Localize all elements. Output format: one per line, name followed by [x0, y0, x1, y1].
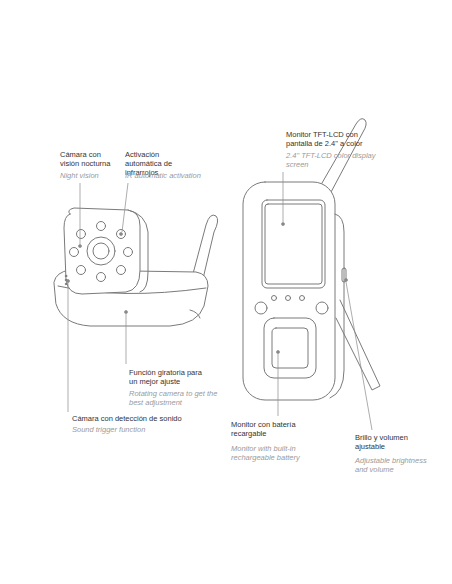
- monitor-side: [330, 214, 344, 398]
- camera-lens: [93, 243, 109, 259]
- leader-dot: [345, 279, 348, 282]
- monitor-dpad: [264, 318, 316, 378]
- camera-head-side: [128, 210, 148, 292]
- monitor-led: [272, 296, 277, 301]
- ir-led: [97, 273, 106, 282]
- camera-head: [64, 208, 140, 294]
- leader-line: [126, 314, 127, 364]
- leader-dot: [120, 233, 123, 236]
- leader-line: [122, 183, 128, 232]
- callout-label: Brillo y volumen ajustable: [355, 433, 415, 451]
- ir-led: [70, 248, 79, 257]
- mic-hole: [65, 283, 67, 285]
- leader-line: [283, 172, 284, 222]
- leader-dot: [125, 311, 128, 314]
- leader-line: [346, 282, 372, 430]
- leader-line: [80, 183, 81, 244]
- monitor-dpad-center: [272, 328, 308, 368]
- callout-translation: Adjustable brightness and volume: [355, 456, 427, 474]
- callout-translation: IR automatic activation: [125, 171, 215, 180]
- callout-label: Monitor con batería recargable: [231, 420, 301, 438]
- camera-base-port: [190, 310, 200, 318]
- callout-translation: Monitor with built-in rechargeable batte…: [231, 444, 307, 462]
- monitor-body: [243, 182, 335, 400]
- callout-label: Cámara con detección de sonido: [72, 414, 202, 423]
- callout-translation: Night vision: [60, 171, 120, 180]
- callout-translation: Rotating camera to get the best adjustme…: [129, 389, 229, 407]
- monitor-button: [255, 302, 267, 314]
- callout-translation: Sound trigger function: [72, 425, 192, 434]
- callout-label: Monitor TFT-LCD con pantalla de 2.4" a c…: [286, 130, 378, 148]
- leader-line: [68, 283, 69, 412]
- monitor-led: [286, 296, 291, 301]
- monitor-button: [316, 302, 328, 314]
- monitor-bezel: [262, 200, 325, 288]
- mic-hole: [65, 275, 67, 277]
- monitor-led: [300, 296, 305, 301]
- leader-line: [278, 354, 279, 416]
- ir-led: [124, 248, 133, 257]
- callout-label: Cámara con visión nocturna: [60, 150, 120, 168]
- callout-label: Función giratoria para un mejor ajuste: [129, 368, 211, 386]
- ir-led: [117, 230, 126, 239]
- callout-translation: 2.4" TFT-LCD color display screen: [286, 151, 376, 169]
- leader-dot: [67, 280, 70, 283]
- leader-dot: [79, 245, 82, 248]
- leader-dot: [282, 223, 285, 226]
- ir-led: [77, 266, 86, 275]
- ir-led: [117, 266, 126, 275]
- ir-led: [77, 230, 86, 239]
- monitor-screen: [265, 204, 322, 284]
- leader-dot: [277, 351, 280, 354]
- ir-led: [97, 222, 106, 231]
- monitor-stand: [336, 300, 380, 390]
- camera-lens-ring: [87, 237, 115, 265]
